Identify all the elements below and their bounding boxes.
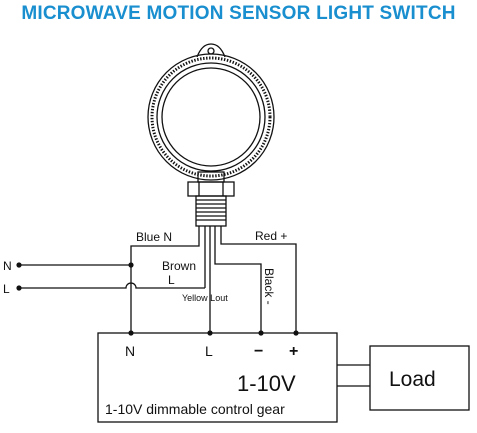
wire-blue-neutral xyxy=(130,226,200,333)
wires xyxy=(19,226,370,387)
wire-supply-l xyxy=(19,282,205,289)
control-gear-caption: 1-10V dimmable control gear xyxy=(105,401,285,417)
wire-black-minus xyxy=(214,226,262,333)
label-blue-n: Blue N xyxy=(136,230,172,244)
label-supply-n: N xyxy=(3,259,12,273)
terminal-minus: − xyxy=(254,343,263,360)
control-gear-voltage: 1-10V xyxy=(237,371,296,396)
load-label: Load xyxy=(389,368,436,391)
label-yellow-lout: Yellow Lout xyxy=(182,293,228,303)
load-box xyxy=(369,345,470,411)
wire-red-plus xyxy=(220,226,297,333)
label-black-minus: Black - xyxy=(262,268,276,305)
terminal-plus: + xyxy=(289,343,298,360)
control-gear-box xyxy=(97,332,338,423)
terminal-n: N xyxy=(125,343,135,359)
label-red-plus: Red + xyxy=(255,229,287,243)
junction-dots xyxy=(16,262,299,336)
diagram-title: MICROWAVE MOTION SENSOR LIGHT SWITCH xyxy=(21,3,456,24)
label-supply-l: L xyxy=(3,282,10,296)
label-brown-l: L xyxy=(168,273,175,287)
terminal-l: L xyxy=(205,343,213,359)
microwave-sensor xyxy=(147,43,275,227)
label-brown: Brown xyxy=(162,259,196,273)
